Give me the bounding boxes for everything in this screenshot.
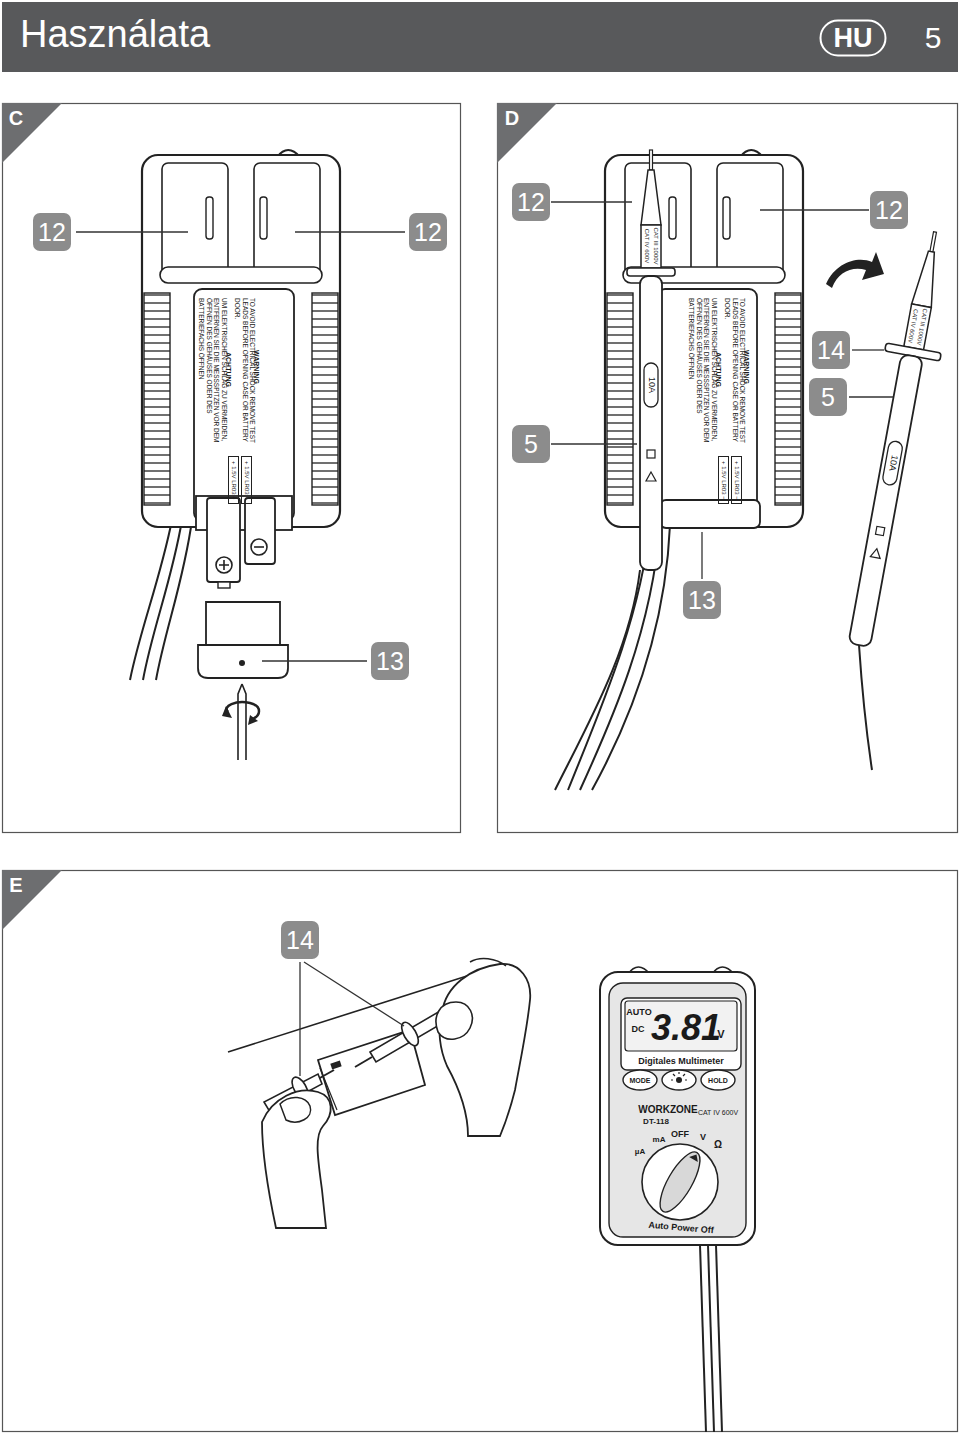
button-label: MODE — [630, 1077, 651, 1084]
battery-label: + 1.5V LR03 − — [241, 456, 252, 504]
lcd-indicator: DC — [632, 1025, 645, 1034]
page-number: 5 — [925, 23, 942, 53]
warning-text: UM ELEKTRISCHEN SCHLAG ZU VERMEIDEN, ENT… — [198, 298, 228, 448]
callout-number: 13 — [371, 642, 409, 680]
button-label: HOLD — [708, 1077, 728, 1084]
probe-rating: CAT IV 600V — [644, 229, 650, 263]
callout-number: 5 — [512, 425, 550, 463]
brand-name: WORKZONE — [638, 1105, 697, 1115]
dial-caption: Auto Power Off — [648, 1221, 714, 1236]
callout-number: 12 — [33, 213, 71, 251]
panel-letter: D — [505, 108, 519, 128]
language-badge: HU — [820, 20, 887, 57]
battery-label: + 1.5V LR03 − — [718, 456, 729, 504]
callout-number: 14 — [281, 921, 319, 959]
dial-setting: Ω — [714, 1140, 722, 1150]
callout-number: 5 — [809, 378, 847, 416]
lcd-reading: 3.81 — [651, 1010, 721, 1046]
lcd-indicator: AUTO — [626, 1008, 651, 1017]
dial-setting: µA — [635, 1148, 645, 1156]
battery-label: + 1.5V LR03 − — [731, 456, 742, 504]
callout-number: 12 — [512, 183, 550, 221]
page-title: Használata — [20, 15, 210, 53]
callout-number: 13 — [683, 581, 721, 619]
dial-setting: OFF — [671, 1130, 689, 1139]
probe-current: 10A — [647, 377, 656, 393]
device-name: Digitales Multimeter — [638, 1057, 724, 1066]
probe-rating: CAT III 1000V — [653, 227, 659, 264]
warning-text: UM ELEKTRISCHEN SCHLAG ZU VERMEIDEN, ENT… — [688, 298, 718, 448]
model-name: DT-118 — [643, 1118, 669, 1126]
lcd-unit: V — [717, 1029, 724, 1040]
warning-text: TO AVOID ELECTRICAL SHOCK REMOVE TEST LE… — [234, 298, 256, 448]
panel-letter: E — [9, 875, 22, 895]
dial-setting: V — [700, 1133, 706, 1142]
probe-current: 10A — [887, 454, 899, 471]
panel-letter: C — [9, 108, 23, 128]
dial-setting: mA — [653, 1136, 666, 1144]
callout-number: 14 — [812, 331, 850, 369]
battery-label: + 1.5V LR03 − — [228, 456, 239, 504]
callout-number: 12 — [870, 191, 908, 229]
warning-text: TO AVOID ELECTRICAL SHOCK REMOVE TEST LE… — [724, 298, 746, 448]
callout-number: 12 — [409, 213, 447, 251]
safety-rating: CAT IV 600V — [698, 1109, 738, 1116]
